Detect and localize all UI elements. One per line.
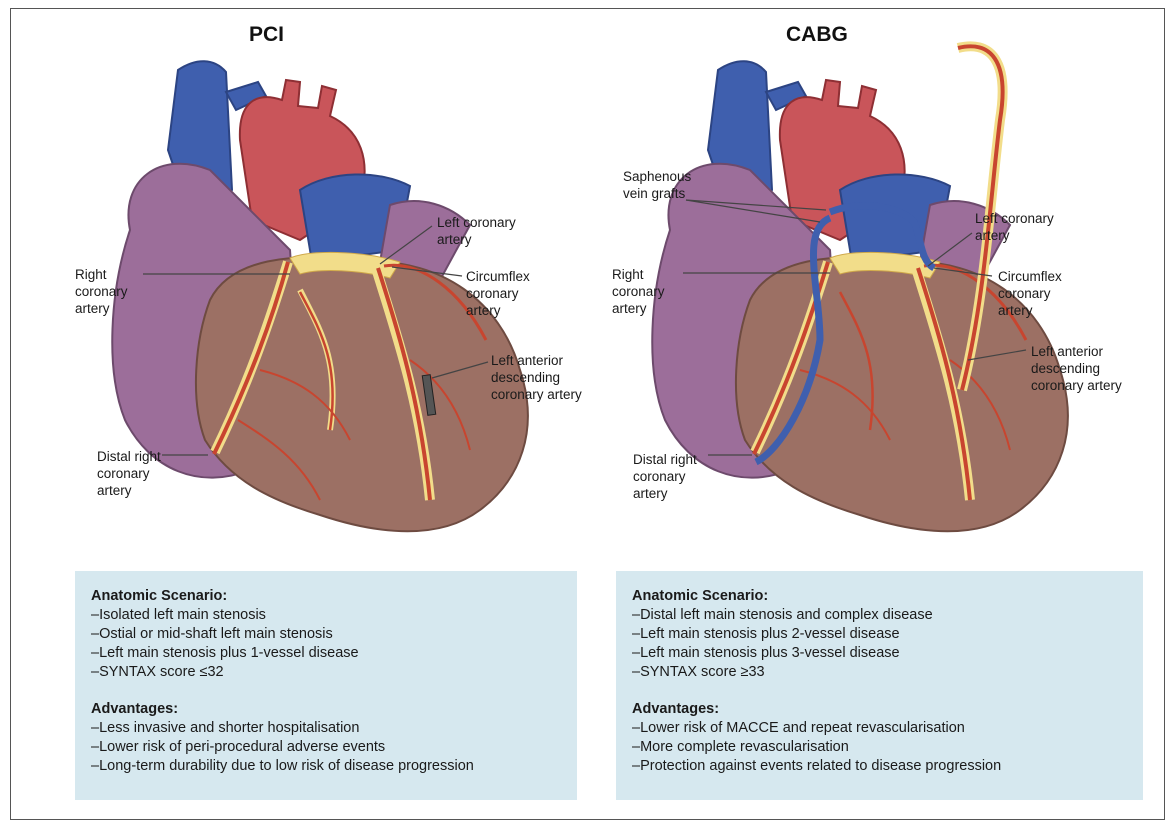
cabg-advantages-heading: Advantages: xyxy=(632,700,1129,719)
label-left-coronary-artery: Left coronary artery xyxy=(437,214,516,248)
panel-title-cabg: CABG xyxy=(786,23,848,47)
cabg-advantage-item: More complete revascularisation xyxy=(632,738,1129,757)
pci-scenario-item: SYNTAX score ≤32 xyxy=(91,663,563,682)
label-cabg-left-coronary-artery: Left coronary artery xyxy=(975,210,1054,244)
panel-title-pci: PCI xyxy=(249,23,284,47)
pci-advantage-item: Less invasive and shorter hospitalisatio… xyxy=(91,719,563,738)
pci-scenario-item: Isolated left main stenosis xyxy=(91,606,563,625)
cabg-advantage-item: Lower risk of MACCE and repeat revascula… xyxy=(632,719,1129,738)
cabg-scenario-heading: Anatomic Scenario: xyxy=(632,587,1129,606)
label-cabg-circumflex-coronary-artery: Circumflex coronary artery xyxy=(998,268,1062,319)
cabg-advantage-item: Protection against events related to dis… xyxy=(632,757,1129,776)
pci-scenario-item: Left main stenosis plus 1-vessel disease xyxy=(91,644,563,663)
pci-scenario-item: Ostial or mid-shaft left main stenosis xyxy=(91,625,563,644)
pci-advantage-item: Lower risk of peri-procedural adverse ev… xyxy=(91,738,563,757)
pci-scenario-heading: Anatomic Scenario: xyxy=(91,587,563,606)
cabg-scenario-item: SYNTAX score ≥33 xyxy=(632,663,1129,682)
pci-advantage-item: Long-term durability due to low risk of … xyxy=(91,757,563,776)
cabg-scenario-item: Left main stenosis plus 2-vessel disease xyxy=(632,625,1129,644)
cabg-info-box: Anatomic Scenario: Distal left main sten… xyxy=(616,571,1143,800)
label-cabg-distal-right-coronary-artery: Distal right coronary artery xyxy=(633,451,697,502)
label-left-anterior-descending: Left anterior descending coronary artery xyxy=(491,352,582,403)
label-right-coronary-artery: Right coronary artery xyxy=(75,266,128,317)
cabg-scenario-item: Left main stenosis plus 3-vessel disease xyxy=(632,644,1129,663)
cabg-scenario-item: Distal left main stenosis and complex di… xyxy=(632,606,1129,625)
label-distal-right-coronary-artery: Distal right coronary artery xyxy=(97,448,161,499)
pci-advantages-heading: Advantages: xyxy=(91,700,563,719)
pci-info-box: Anatomic Scenario: Isolated left main st… xyxy=(75,571,577,800)
label-saphenous-vein-grafts: Saphenous vein grafts xyxy=(623,168,691,202)
label-cabg-right-coronary-artery: Right coronary artery xyxy=(612,266,665,317)
label-cabg-left-anterior-descending: Left anterior descending coronary artery xyxy=(1031,343,1122,394)
label-circumflex-coronary-artery: Circumflex coronary artery xyxy=(466,268,530,319)
